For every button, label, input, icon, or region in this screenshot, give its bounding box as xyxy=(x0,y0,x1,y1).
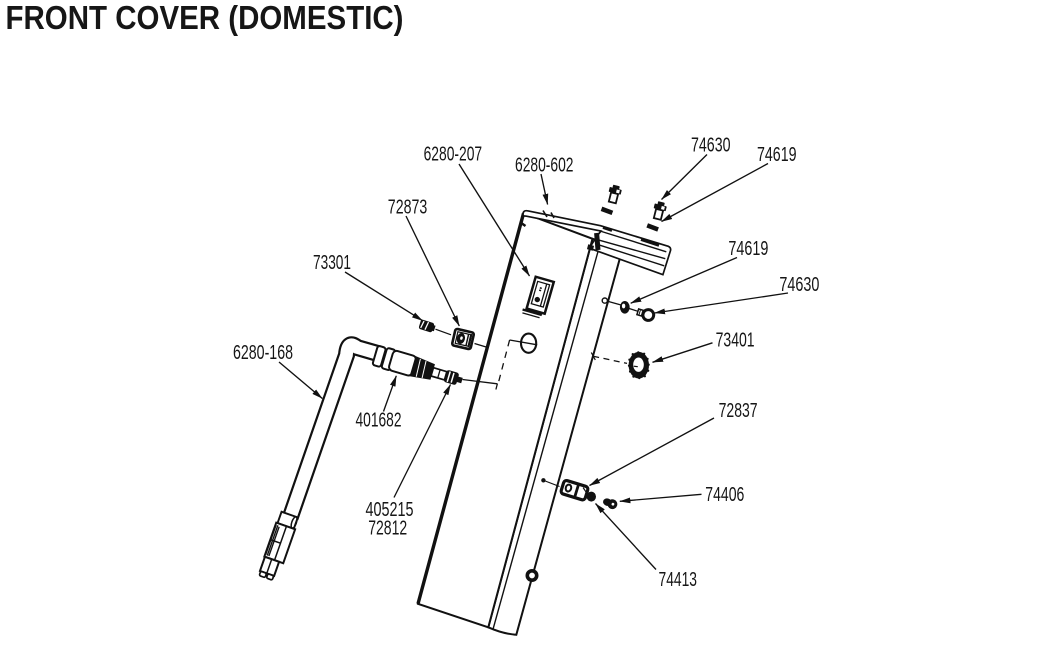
svg-text:72837: 72837 xyxy=(719,399,758,422)
svg-text:72873: 72873 xyxy=(388,195,428,218)
svg-text:73301: 73301 xyxy=(313,251,351,274)
svg-text:74619: 74619 xyxy=(728,237,768,260)
svg-text:FRONT COVER (DOMESTIC): FRONT COVER (DOMESTIC) xyxy=(6,0,404,37)
svg-text:74406: 74406 xyxy=(705,483,744,506)
svg-text:6280-207: 6280-207 xyxy=(424,143,483,166)
svg-text:6280-168: 6280-168 xyxy=(233,341,293,364)
svg-text:405215: 405215 xyxy=(366,498,414,521)
svg-text:73401: 73401 xyxy=(716,329,755,352)
svg-text:72812: 72812 xyxy=(368,516,407,539)
svg-text:6280-602: 6280-602 xyxy=(515,154,574,177)
svg-text:74413: 74413 xyxy=(659,568,698,591)
svg-text:74630: 74630 xyxy=(779,273,819,296)
svg-text:74630: 74630 xyxy=(691,134,731,157)
svg-text:401682: 401682 xyxy=(356,409,402,432)
svg-text:74619: 74619 xyxy=(757,143,797,166)
